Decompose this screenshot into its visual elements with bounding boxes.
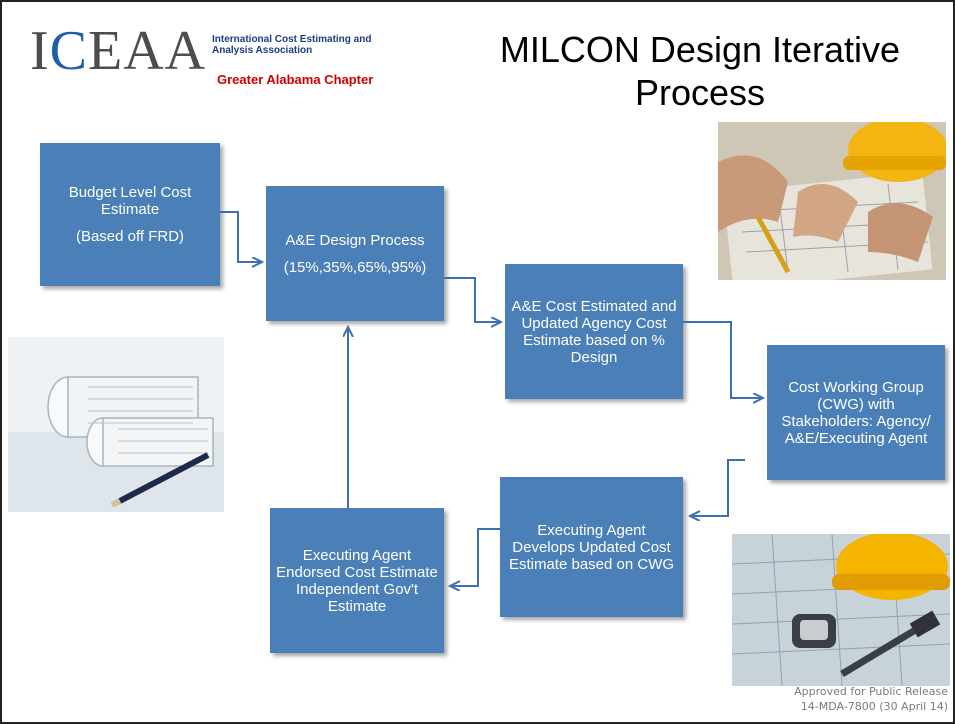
arrow-design-to-aecost — [444, 277, 501, 322]
ae-design-process-box: A&E Design Process (15%,35%,65%,95%) — [266, 186, 444, 321]
iceaa-logo: ICEAA International Cost Estimating and … — [30, 20, 390, 100]
exec-develops-box-text: Executing Agent Develops Updated Cost Es… — [508, 521, 675, 573]
title-line-2: Process — [634, 72, 766, 113]
ae-cost-estimated-box: A&E Cost Estimated and Updated Agency Co… — [505, 264, 683, 399]
executing-agent-develops-box: Executing Agent Develops Updated Cost Es… — [500, 477, 683, 617]
logo-wordmark: ICEAA — [30, 20, 207, 82]
ae-design-box-text: A&E Design Process — [285, 231, 425, 249]
ae-cost-box-text: A&E Cost Estimated and Updated Agency Co… — [511, 297, 677, 366]
rolled-blueprints-photo — [8, 337, 224, 512]
slide-title: MILCON Design Iterative Process — [440, 28, 955, 114]
logo-subtitle: International Cost Estimating and Analys… — [212, 34, 372, 56]
arrow-budget-to-design — [220, 211, 262, 262]
footer-line-1: Approved for Public Release — [794, 685, 948, 698]
arrow-develops-to-endorsed — [450, 528, 500, 586]
budget-box-subtext: (Based off FRD) — [75, 228, 185, 245]
budget-box-text: Budget Level Cost Estimate — [68, 184, 192, 218]
logo-chapter: Greater Alabama Chapter — [217, 72, 374, 87]
footer-line-2: 14-MDA-7800 (30 April 14) — [800, 700, 948, 713]
hardhat-tools-photo — [732, 534, 950, 686]
ae-design-box-subtext: (15%,35%,65%,95%) — [283, 258, 427, 276]
cost-working-group-box: Cost Working Group (CWG) with Stakeholde… — [767, 345, 945, 480]
release-footer: Approved for Public Release 14-MDA-7800 … — [690, 684, 948, 714]
logo-globe: C — [49, 20, 89, 82]
exec-endorsed-box-text: Executing Agent Endorsed Cost Estimate I… — [276, 546, 438, 615]
cwg-box-text: Cost Working Group (CWG) with Stakeholde… — [781, 378, 931, 447]
title-line-1: MILCON Design Iterative — [499, 29, 901, 70]
executing-agent-endorsed-box: Executing Agent Endorsed Cost Estimate I… — [270, 508, 444, 653]
arrow-aecost-to-cwg — [683, 321, 763, 398]
arrow-cwg-to-develops — [690, 459, 745, 516]
budget-level-cost-estimate-box: Budget Level Cost Estimate (Based off FR… — [40, 143, 220, 286]
blueprint-hands-photo — [718, 122, 946, 280]
